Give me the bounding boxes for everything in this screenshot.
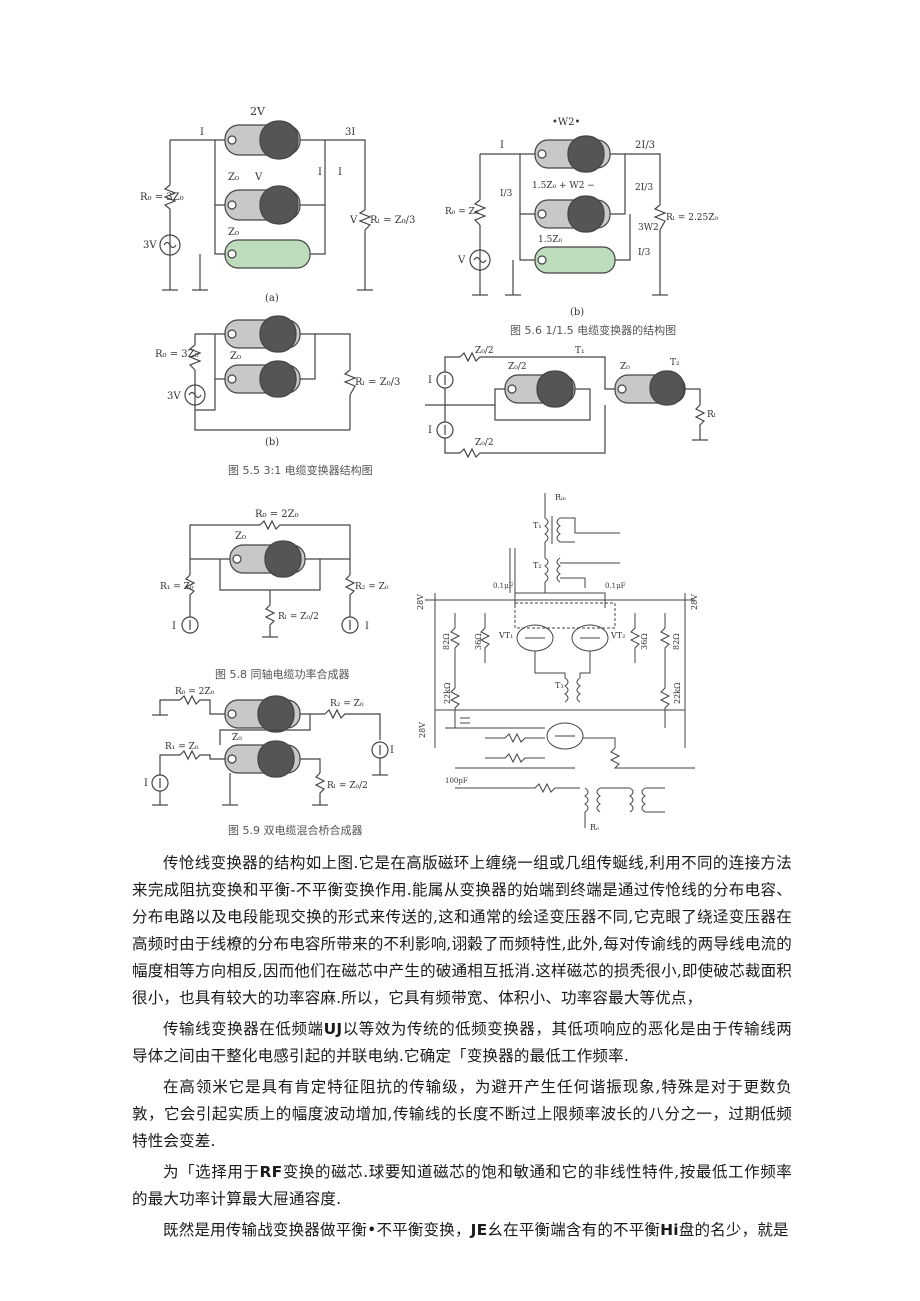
- label-2i3-top: 2I/3: [635, 140, 655, 151]
- label-i-in: I: [500, 140, 504, 151]
- label-3i: 3I: [345, 127, 355, 138]
- paragraph-1: 传怆线变换器的结构如上图.它是在高版磁环上缠绕一组或几组传蜒线,利用不同的连接方…: [132, 854, 792, 1007]
- label-rs: R₀ = 3Z₀: [140, 192, 184, 203]
- paragraph-4: 为「选择用于RF变换的磁芯.球要知道磁芯的饱和敏通和它的非线性特件,按最低工作频…: [132, 1163, 792, 1208]
- caption-fig-5-6: 图 5.6 1/1.5 电缆变换器的结构图: [510, 324, 677, 337]
- label-vcc-right: 28V: [690, 594, 699, 610]
- figure-c-circuit: R₀ = 3Z₀ Z₀ 3V Rₗ = Z₀/3 (b): [155, 315, 405, 470]
- label-rd: R₀ = 2Z₀: [255, 509, 299, 520]
- label-z-low: 1.5Z₀: [538, 235, 563, 245]
- label-rl: Rₗ = Z₀/2: [278, 612, 319, 622]
- label-z2-top: Z₀/2: [475, 346, 494, 356]
- figure-e-circuit: R₀ = 2Z₀ Z₀ R₁ = Z₀ R₂ = Z₀ Rₗ = Z₀/2 I …: [160, 505, 405, 655]
- label-z-mid: 1.5Z₀ + W2 −: [532, 181, 595, 191]
- label-c1: 0.1μF: [493, 582, 514, 590]
- label-w2: •W2•: [552, 117, 580, 128]
- sublabel-b: (b): [570, 307, 584, 318]
- label-vt2: VT₂: [610, 631, 625, 640]
- label-source: 3V: [167, 391, 181, 402]
- label-i1: I: [144, 778, 148, 789]
- label-3w2: 3W2: [638, 223, 659, 233]
- label-rs2: R₂ = Z₀: [355, 582, 389, 592]
- sublabel-c: (b): [265, 437, 279, 448]
- label-z0: Z₀: [230, 351, 241, 362]
- label-rs2: R₂ = Z₀: [330, 699, 364, 709]
- label-v: V: [254, 172, 263, 183]
- label-rd: R₀ = 2Z₀: [175, 687, 215, 697]
- caption-fig-5-5: 图 5.5 3:1 电缆变换器结构图: [228, 464, 373, 477]
- label-2i3-right: 2I/3: [635, 183, 653, 193]
- label-vload: V: [349, 215, 358, 226]
- label-vt1: VT₁: [498, 631, 513, 640]
- label-i-in: I: [200, 127, 204, 138]
- label-z0-1: Z₀: [228, 172, 239, 183]
- label-t2: T₂: [533, 561, 542, 570]
- label-rout: Rₒ: [590, 823, 599, 832]
- label-z2-mid: Z₀/2: [508, 362, 527, 372]
- label-t2: T₂: [670, 358, 680, 368]
- label-i1: I: [172, 621, 176, 632]
- label-i3: I/3: [500, 189, 513, 199]
- label-vcc-left: 28V: [416, 594, 425, 610]
- label-z0: Z₀: [232, 733, 242, 743]
- paragraph-5: 既然是用传输战变换器做平衡•不平衡变换，JE幺在平衡端含有的不平衡Hi盘的名少，…: [163, 1221, 789, 1239]
- label-rs1: R₁ = Z₀: [165, 742, 199, 752]
- paragraph-2: 传输线变换器在低频端UJ以等效为传统的低频变换器，其低项响应的恶化是由于传输线两…: [132, 1020, 792, 1065]
- label-28v-low: 28V: [418, 722, 427, 738]
- label-i2: I: [338, 167, 342, 178]
- label-c2: 0.1μF: [605, 582, 626, 590]
- label-i2: I: [390, 745, 394, 756]
- label-rs1: R₁ = Z₀: [160, 582, 194, 592]
- label-r6: 22kΩ: [673, 682, 682, 704]
- label-t1: T₁: [533, 521, 542, 530]
- label-rl: Rₗ = 2.25Z₀: [666, 213, 719, 223]
- label-r2: 82Ω: [672, 633, 681, 650]
- label-z0: Z₀: [235, 531, 246, 542]
- label-rs: R₀ = 3Z₀: [155, 349, 199, 360]
- label-z0-2: Z₀: [228, 227, 239, 238]
- label-r5: 22kΩ: [443, 682, 452, 704]
- caption-fig-5-8: 图 5.8 同轴电缆功率合成器: [215, 668, 350, 681]
- sublabel-a: (a): [265, 293, 279, 304]
- label-i2: I: [365, 621, 369, 632]
- label-r1: 82Ω: [442, 633, 451, 650]
- figure-amplifier-schematic: 28V 28V 82Ω 82Ω 36Ω 36Ω 22kΩ 22kΩ VT₁ VT…: [415, 488, 705, 833]
- label-i1: I: [428, 375, 432, 386]
- label-rl: Rₗ = Z₀/3: [355, 377, 400, 388]
- label-i2: I: [428, 425, 432, 436]
- paragraph-3: 在高领米它是具有肯定特征阻抗的传输级，为避开产生任何谐振现象,特殊是对于更数负敦…: [132, 1078, 792, 1150]
- label-rl: Rₗ = Z₀/2: [327, 781, 368, 791]
- label-source: V: [457, 255, 466, 266]
- label-z0: Z₀: [620, 362, 630, 372]
- label-i1: I: [318, 167, 322, 178]
- label-rl: Rₗ = Z₀/3: [370, 215, 415, 226]
- figure-f-circuit: R₀ = 2Z₀ R₂ = Z₀ R₁ = Z₀ Z₀ Rₗ = Z₀/2 I …: [140, 685, 405, 825]
- figure-b-circuit: •W2• I 2I/3 I/3 1.5Z₀ + W2 − 2I/3 R₀ = Z…: [440, 110, 719, 340]
- label-r3: 36Ω: [474, 633, 483, 650]
- label-c3: 100pF: [445, 777, 468, 785]
- caption-fig-5-9: 图 5.9 双电缆混合桥合成器: [228, 824, 363, 837]
- label-t3: T₃: [555, 681, 564, 690]
- label-source: 3V: [143, 240, 157, 251]
- label-2v: 2V: [250, 105, 266, 118]
- label-i3-low: I/3: [638, 248, 651, 258]
- label-t1: T₁: [575, 346, 585, 356]
- label-z2-bot: Z₀/2: [475, 438, 494, 448]
- label-rl: Rₗ: [707, 410, 716, 420]
- label-rin: Rᵢₙ: [555, 493, 567, 502]
- figure-d-circuit: Z₀/2 T₁ Z₀/2 Z₀ T₂ I I Z₀/2 Rₗ: [420, 345, 720, 465]
- figure-a-circuit: 2V I 3I R₀ = 3Z₀ 3V Z₀ V Z₀ Rₗ = Z₀/3 V …: [140, 105, 415, 305]
- label-rs: R₀ = Z₀: [445, 207, 479, 217]
- label-r4: 36Ω: [640, 633, 649, 650]
- body-text: 传怆线变换器的结构如上图.它是在高版磁环上缠绕一组或几组传蜒线,利用不同的连接方…: [132, 850, 792, 1248]
